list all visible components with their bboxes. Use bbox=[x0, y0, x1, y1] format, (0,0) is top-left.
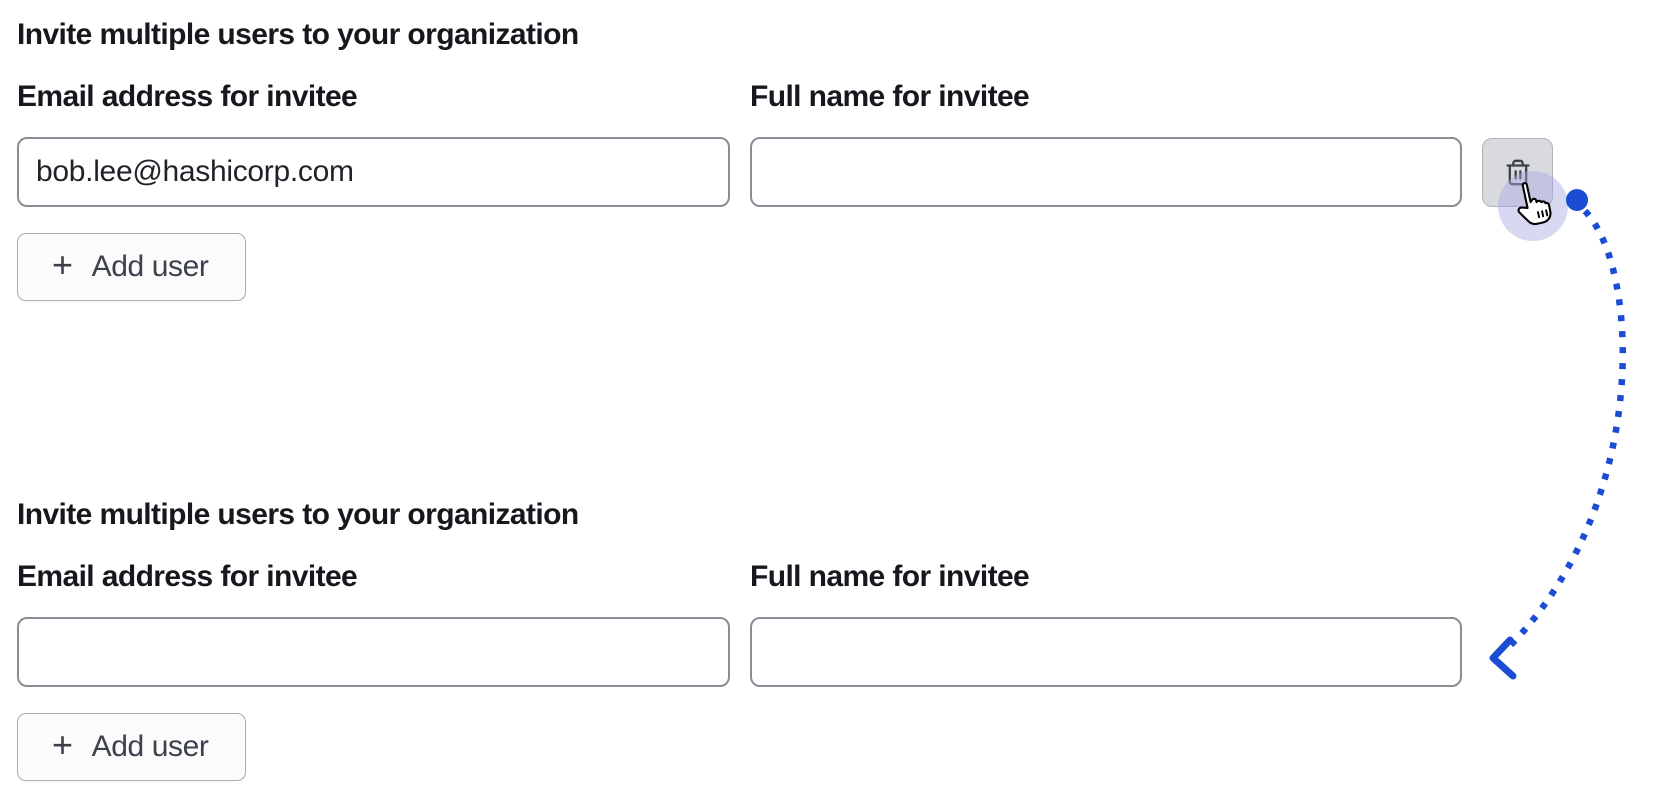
name-label: Full name for invitee bbox=[750, 560, 1030, 593]
email-label: Email address for invitee bbox=[17, 80, 358, 113]
full-name-field[interactable] bbox=[750, 617, 1462, 687]
drag-start-dot bbox=[1566, 189, 1588, 211]
name-label: Full name for invitee bbox=[750, 80, 1030, 113]
trash-icon bbox=[1504, 157, 1532, 188]
add-user-label: Add user bbox=[91, 250, 209, 283]
page-title: Invite multiple users to your organizati… bbox=[17, 18, 579, 51]
arrowhead bbox=[1489, 636, 1517, 680]
email-label: Email address for invitee bbox=[17, 560, 358, 593]
plus-icon: + bbox=[52, 724, 73, 765]
email-field[interactable] bbox=[17, 617, 730, 687]
page-title: Invite multiple users to your organizati… bbox=[17, 498, 579, 531]
full-name-field[interactable] bbox=[750, 137, 1462, 207]
add-user-button[interactable]: + Add user bbox=[17, 233, 246, 301]
email-field[interactable] bbox=[17, 137, 730, 207]
add-user-label: Add user bbox=[91, 730, 209, 763]
add-user-button[interactable]: + Add user bbox=[17, 713, 246, 781]
dotted-arrow bbox=[1503, 208, 1626, 653]
delete-user-button[interactable] bbox=[1482, 138, 1553, 207]
plus-icon: + bbox=[52, 244, 73, 285]
